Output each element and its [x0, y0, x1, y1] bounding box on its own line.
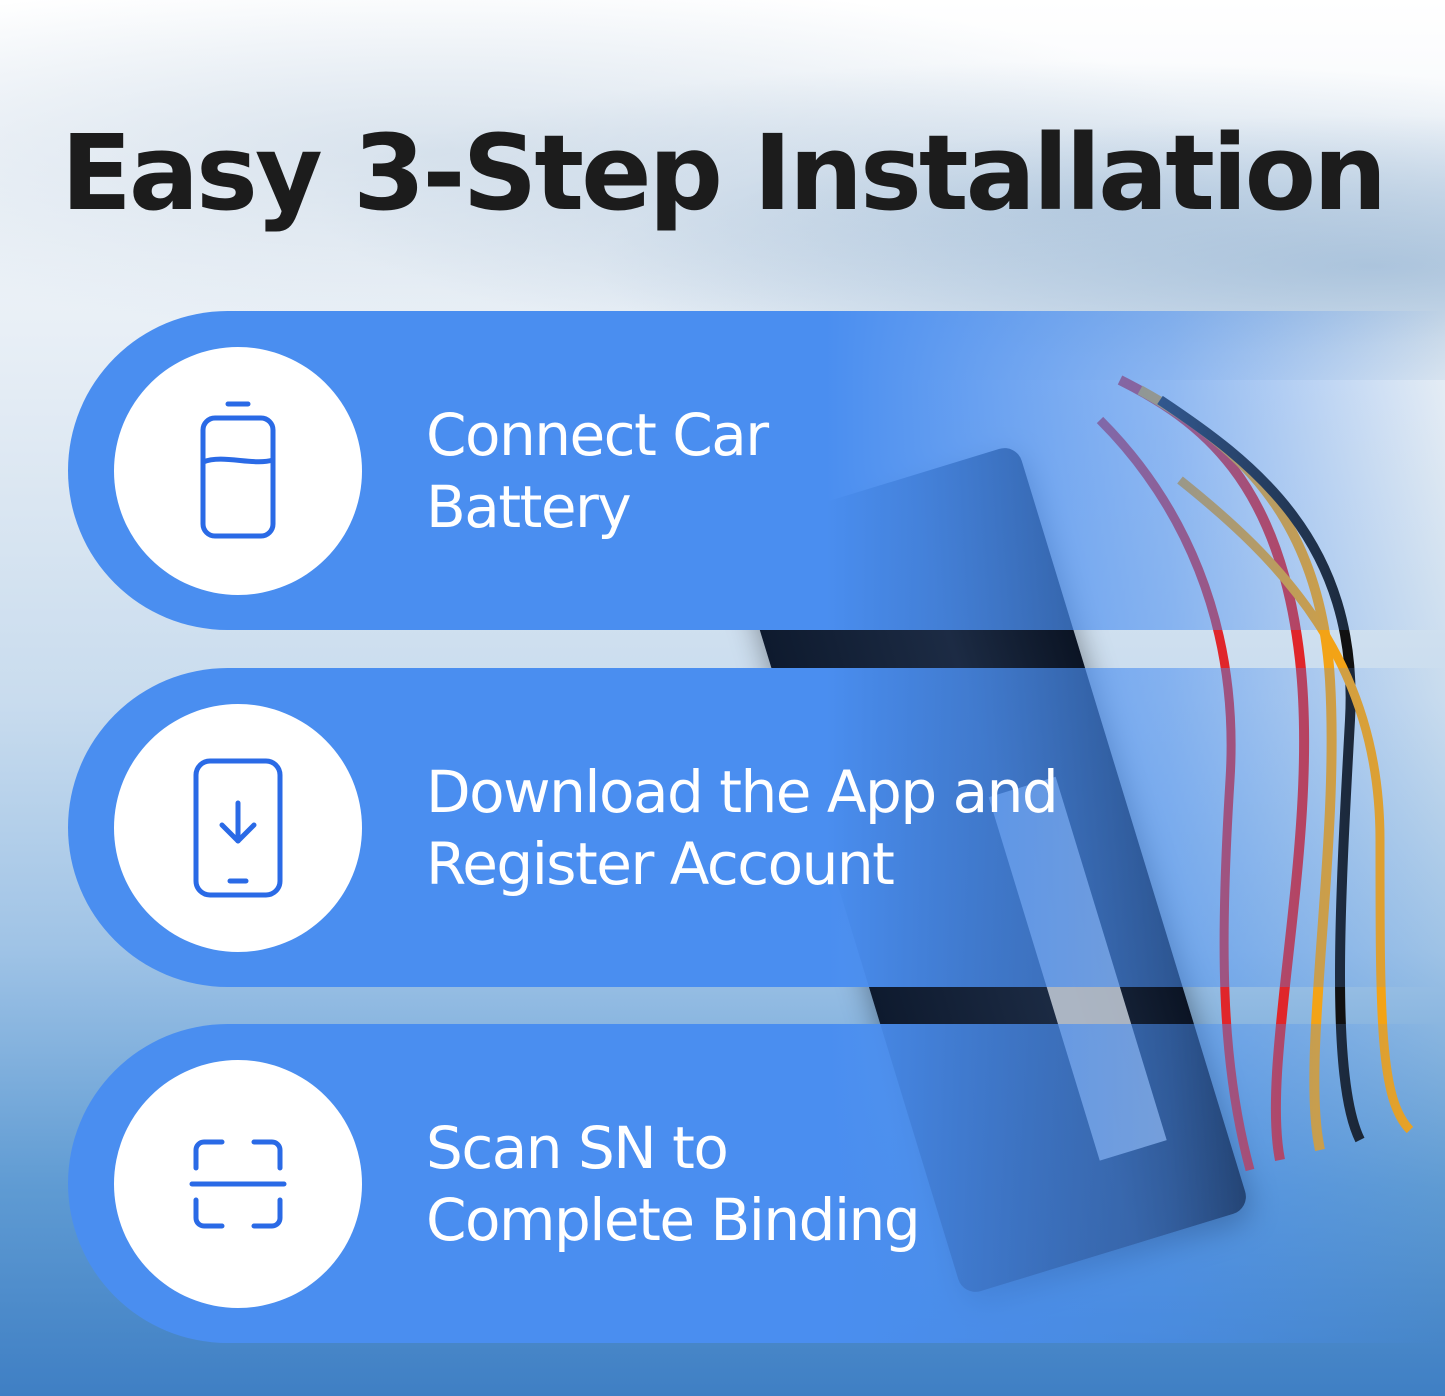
- step-3-line-2: Complete Binding: [426, 1185, 921, 1254]
- page-title: Easy 3-Step Installation: [60, 112, 1387, 234]
- step-2-card: Download the App and Register Account: [68, 668, 1445, 987]
- step-3-text: Scan SN to Complete Binding: [426, 1112, 921, 1256]
- step-2-line-2: Register Account: [426, 829, 895, 898]
- step-1-icon-circle: [114, 347, 362, 595]
- step-2-icon-circle: [114, 704, 362, 952]
- step-3-card: Scan SN to Complete Binding: [68, 1024, 1445, 1343]
- step-1-line-2: Battery: [426, 472, 632, 541]
- battery-icon: [200, 401, 276, 539]
- step-3-icon-circle: [114, 1060, 362, 1308]
- step-2-text: Download the App and Register Account: [426, 756, 1059, 900]
- scan-icon: [189, 1139, 287, 1229]
- phone-download-icon: [193, 758, 283, 898]
- step-3-line-1: Scan SN to: [426, 1113, 729, 1182]
- step-1-card: Connect Car Battery: [68, 311, 1445, 630]
- step-1-line-1: Connect Car: [426, 400, 769, 469]
- step-1-text: Connect Car Battery: [426, 399, 769, 543]
- step-2-line-1: Download the App and: [426, 757, 1059, 826]
